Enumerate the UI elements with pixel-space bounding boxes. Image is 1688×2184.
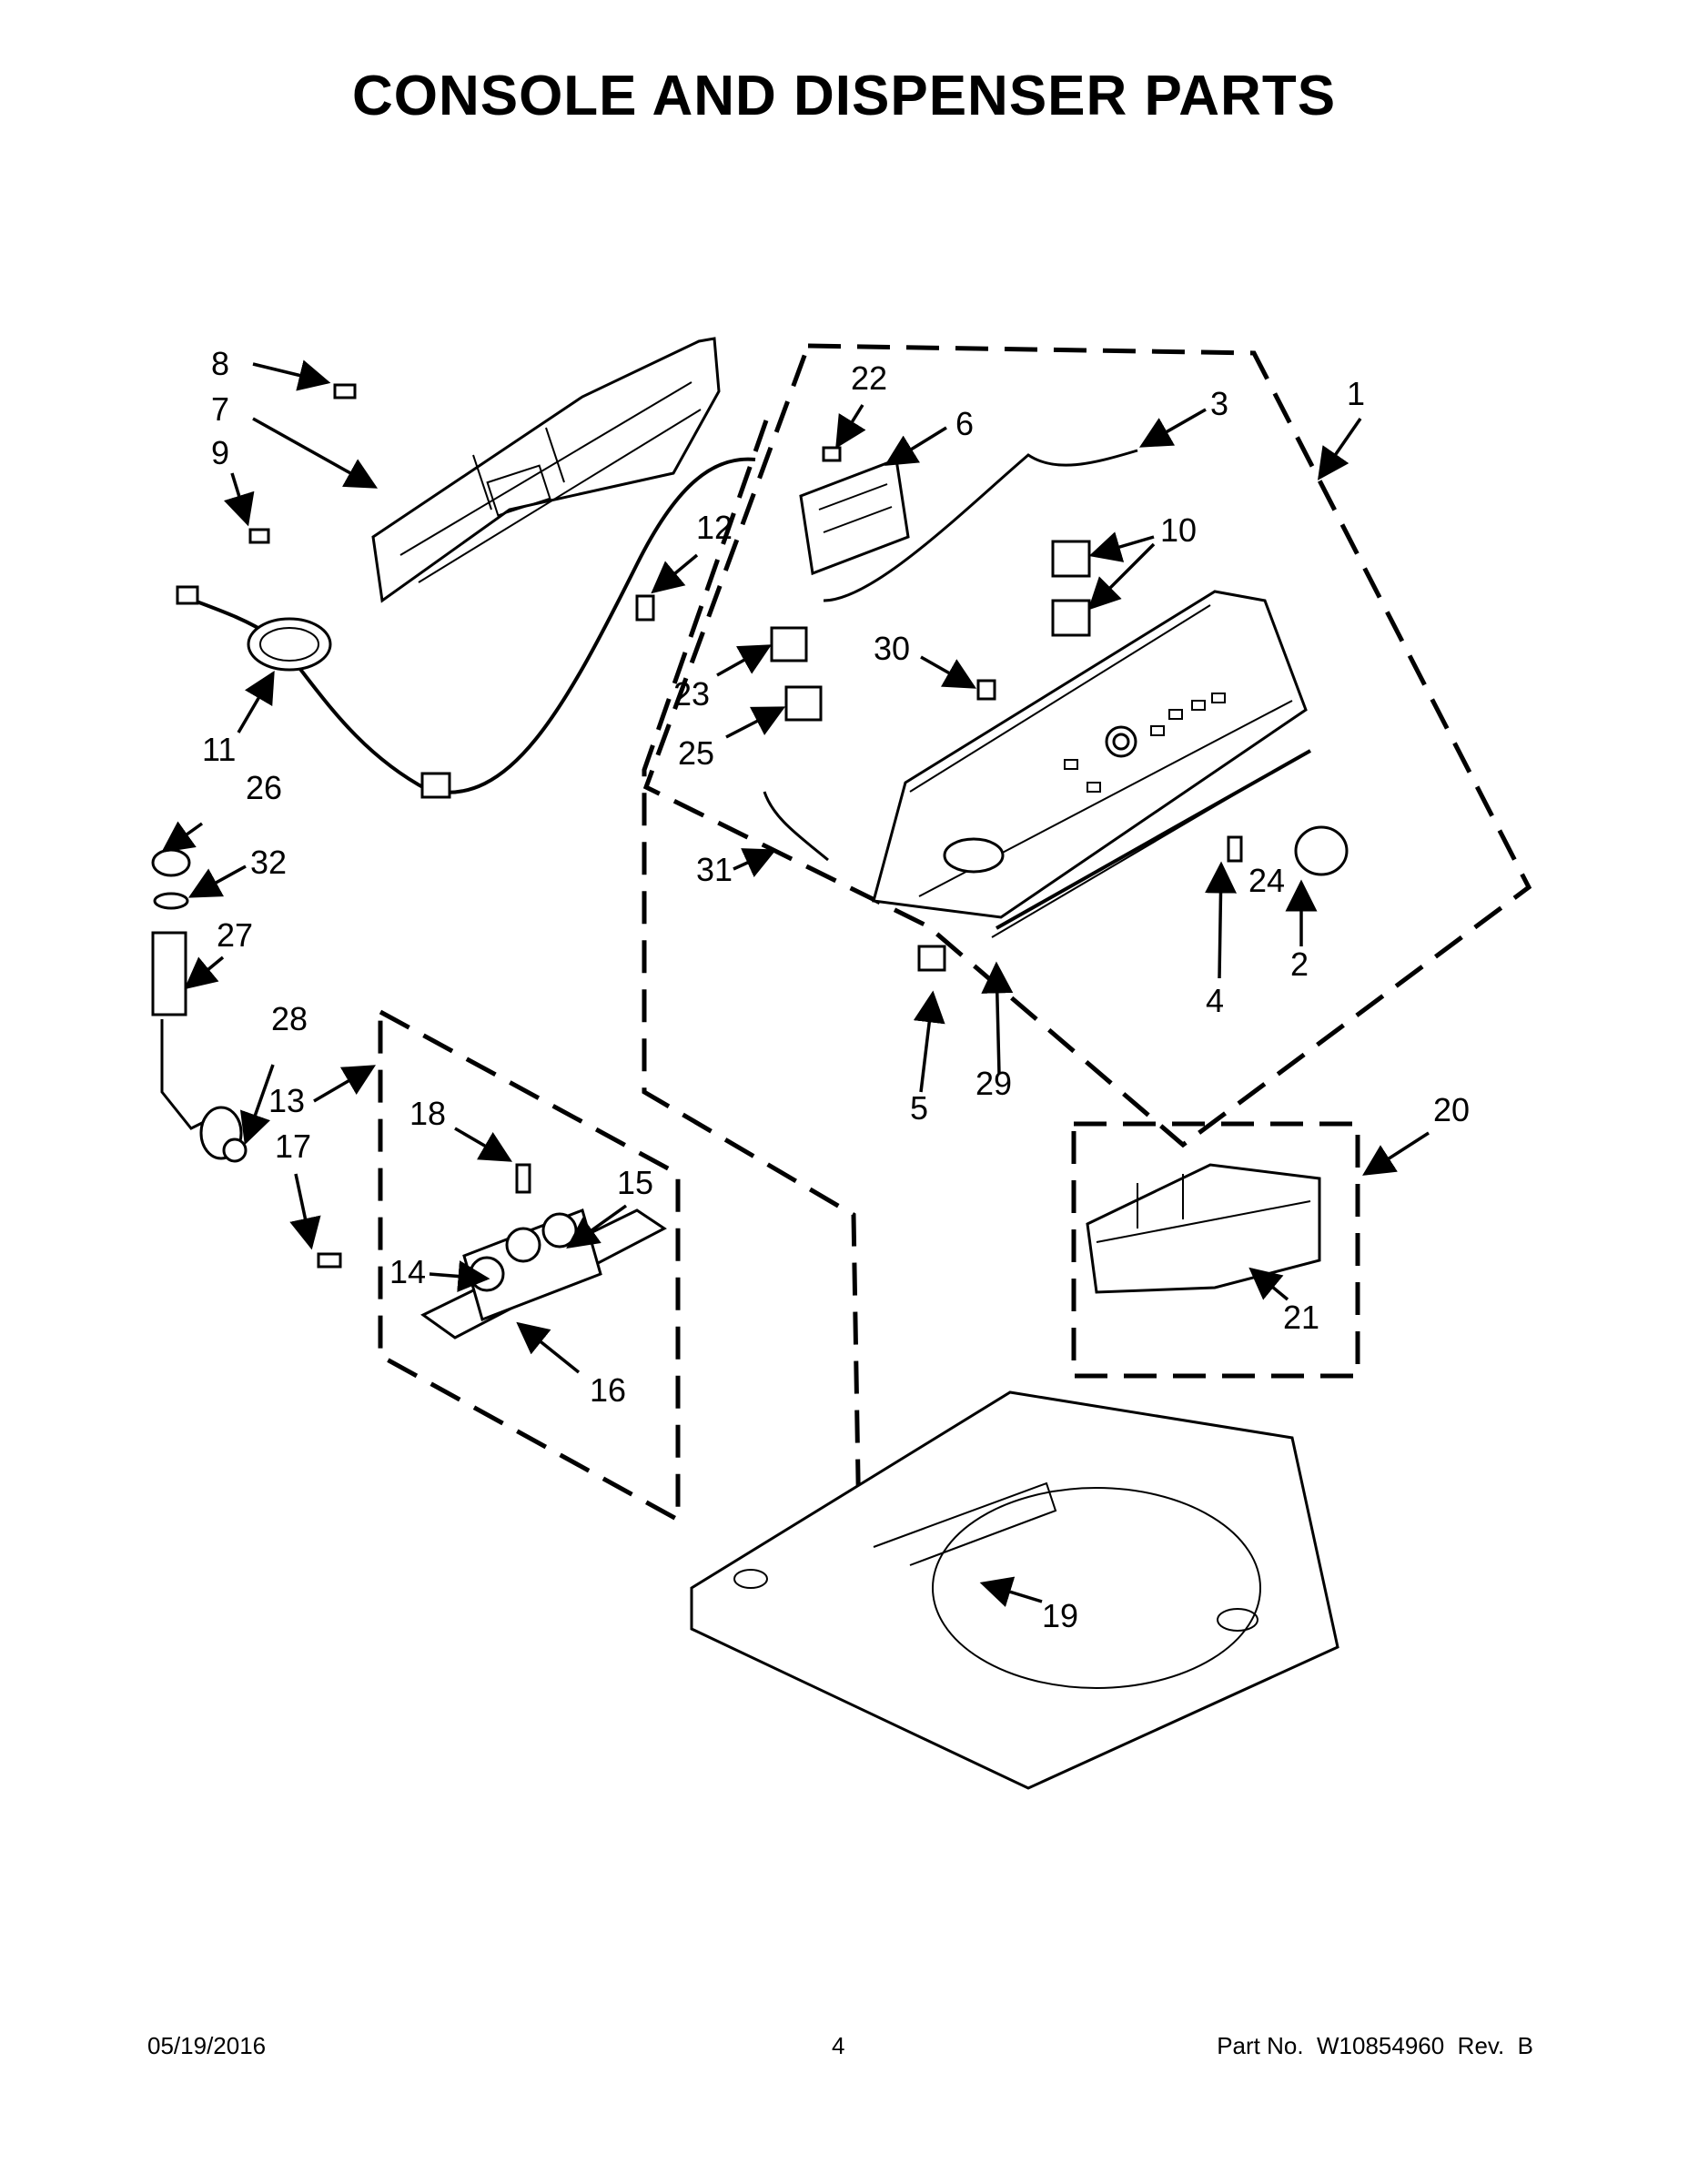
footer-page-number: 4	[832, 2032, 845, 2059]
callout-30: 30	[874, 630, 910, 667]
callout-11: 11	[202, 731, 236, 768]
washer-32	[153, 892, 189, 910]
console-assembly-boundary	[642, 343, 1532, 1148]
switch-23	[770, 626, 808, 662]
callout-16: 16	[590, 1371, 626, 1409]
callout-22: 22	[851, 359, 887, 397]
filter-26	[151, 848, 191, 877]
callout-7: 7	[211, 390, 229, 428]
washer-top-base	[690, 1390, 1339, 1790]
clip-5	[917, 945, 946, 972]
hose-elbow	[160, 1019, 210, 1130]
screw-8	[333, 383, 357, 399]
screw-9	[248, 528, 270, 544]
power-cord	[176, 457, 756, 799]
callout-10: 10	[1160, 511, 1197, 549]
callout-14: 14	[389, 1253, 426, 1290]
leader-lines	[161, 359, 1430, 1607]
knob	[1294, 825, 1349, 876]
dispenser-drawer	[1086, 1163, 1321, 1294]
callout-15: 15	[617, 1164, 653, 1201]
callout-20: 20	[1433, 1091, 1470, 1128]
harness-31	[763, 791, 829, 862]
callout-1: 1	[1347, 375, 1365, 412]
callout-32: 32	[250, 844, 287, 881]
clip-30	[976, 679, 996, 701]
hose-fitting-27	[151, 931, 187, 1016]
callout-4: 4	[1206, 982, 1224, 1019]
screw-24	[1227, 835, 1243, 863]
callout-8: 8	[211, 345, 229, 382]
callout-25: 25	[678, 734, 714, 772]
wire-harness	[823, 449, 1138, 602]
callout-5: 5	[910, 1089, 928, 1127]
water-valve-assembly	[317, 1163, 667, 1340]
screw-22	[822, 446, 842, 462]
callout-21: 21	[1283, 1299, 1319, 1336]
dispenser-boundary	[1071, 1121, 1360, 1379]
console-rear-panel	[371, 337, 721, 603]
callout-26: 26	[246, 769, 282, 806]
control-board	[799, 457, 910, 576]
callout-3: 3	[1210, 385, 1228, 422]
footer-date: 05/19/2016	[147, 2032, 267, 2059]
callout-17: 17	[275, 1127, 311, 1165]
page-title: CONSOLE AND DISPENSER PARTS	[351, 65, 1337, 127]
valve-assembly-boundary	[378, 1007, 681, 1524]
callout-9: 9	[211, 434, 229, 471]
switch-25	[784, 685, 823, 722]
callout-18: 18	[409, 1095, 446, 1132]
console-housing	[872, 590, 1308, 938]
callout-19: 19	[1042, 1597, 1078, 1634]
callout-labels: 8 7 9 11 12 22 6 3 1 10 23 30 25 31 24 4…	[202, 345, 1470, 1634]
trim-29	[996, 749, 1311, 930]
screw-12	[635, 594, 655, 622]
switch-upper	[1051, 540, 1091, 578]
washer-28	[222, 1138, 248, 1163]
callout-23: 23	[673, 675, 710, 713]
callout-13: 13	[268, 1082, 305, 1119]
callout-27: 27	[217, 916, 253, 954]
callout-12: 12	[696, 509, 733, 546]
callout-28: 28	[271, 1000, 308, 1037]
hose-routing-guide	[642, 420, 863, 1584]
switch-lower	[1051, 599, 1091, 637]
callout-24: 24	[1248, 862, 1285, 899]
callout-2: 2	[1290, 945, 1309, 983]
callout-6: 6	[955, 405, 974, 442]
footer-part-number: Part No. W10854960 Rev. B	[1217, 2032, 1533, 2059]
callout-29: 29	[975, 1065, 1012, 1102]
callout-31: 31	[696, 851, 733, 888]
